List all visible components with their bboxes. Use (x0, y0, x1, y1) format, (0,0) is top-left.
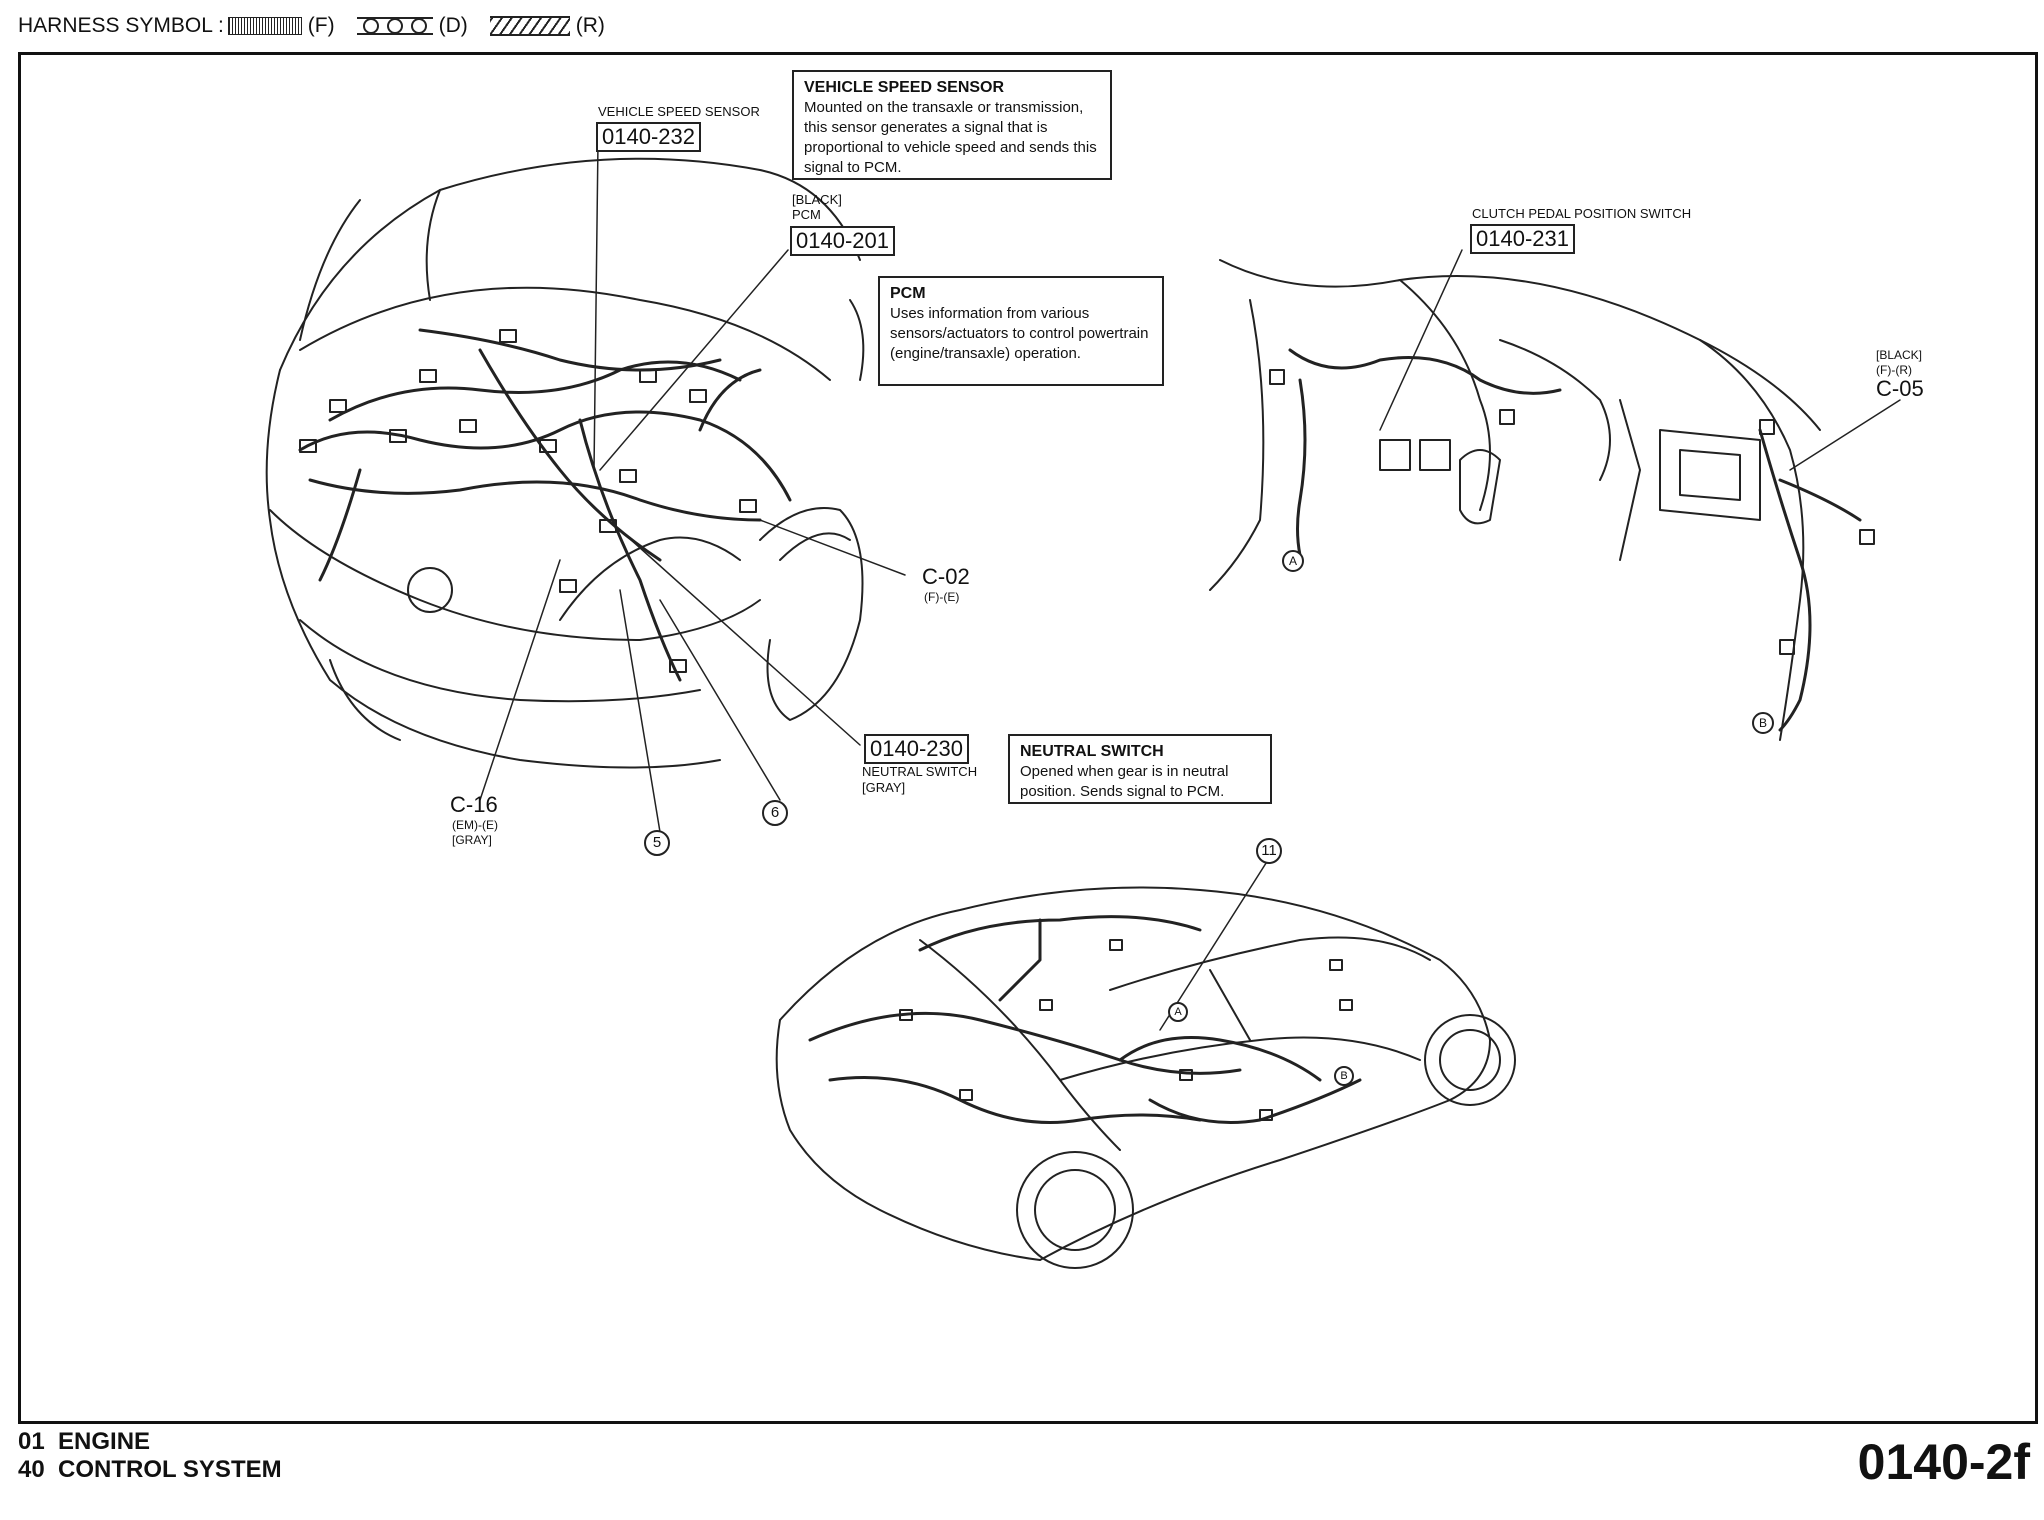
pcm-info-box: PCM Uses information from various sensor… (878, 276, 1164, 386)
connector-c02-sub: (F)-(E) (924, 590, 960, 604)
harness-symbol-legend: HARNESS SYMBOL : (F) (D) (R) (18, 14, 605, 38)
marker-b-dashboard: B (1752, 712, 1774, 734)
neutral-switch-label: NEUTRAL SWITCH (862, 764, 978, 779)
vss-info-body: Mounted on the transaxle or transmission… (804, 99, 1097, 176)
engine-compartment-illustration (265, 157, 865, 769)
connector-c05: C-05 (1876, 376, 1924, 401)
leader-lines (479, 141, 1901, 1031)
harness-symbol-label: HARNESS SYMBOL : (18, 14, 224, 37)
pcm-label: PCM (792, 207, 821, 222)
neutral-switch-code[interactable]: 0140-230 (864, 734, 969, 764)
vehicle-speed-sensor-info-box: VEHICLE SPEED SENSOR Mounted on the tran… (792, 70, 1112, 180)
marker-a-vehicle: A (1168, 1002, 1188, 1022)
harness-symbol-code-d: (D) (438, 14, 468, 37)
harness-symbol-code-r: (R) (575, 14, 605, 37)
connector-c16-sub1: (EM)-(E) (452, 818, 498, 832)
vss-info-title: VEHICLE SPEED SENSOR (804, 79, 1005, 96)
neutral-info-body: Opened when gear is in neutral position.… (1020, 763, 1229, 800)
pcm-color-label: [BLACK] (792, 192, 842, 207)
marker-b-vehicle: B (1334, 1066, 1354, 1086)
vss-code[interactable]: 0140-232 (596, 122, 701, 152)
connector-c02: C-02 (922, 564, 970, 589)
diagonal-hatch-symbol-icon (489, 16, 570, 36)
page-code: 0140-2f (1857, 1434, 2030, 1490)
vss-label: VEHICLE SPEED SENSOR (598, 104, 760, 119)
pcm-info-body: Uses information from various sensors/ac… (890, 305, 1149, 362)
connector-c16: C-16 (450, 792, 498, 817)
clutch-switch-code[interactable]: 0140-231 (1470, 224, 1575, 254)
marker-a-dashboard: A (1282, 550, 1304, 572)
section-footer: 01 ENGINE 40 CONTROL SYSTEM (18, 1428, 282, 1484)
clutch-switch-label: CLUTCH PEDAL POSITION SWITCH (1472, 206, 1692, 221)
dashboard-interior-illustration (1209, 259, 1875, 741)
circles-symbol-icon (356, 17, 433, 35)
marker-11: 11 (1256, 838, 1282, 864)
neutral-info-title: NEUTRAL SWITCH (1020, 743, 1164, 760)
connector-c05-sub1: [BLACK] (1876, 348, 1923, 362)
neutral-switch-color: [GRAY] (862, 780, 906, 795)
neutral-switch-info-box: NEUTRAL SWITCH Opened when gear is in ne… (1008, 734, 1272, 804)
section-engine: 01 ENGINE (18, 1428, 151, 1455)
section-control-system: 40 CONTROL SYSTEM (18, 1456, 282, 1483)
pcm-info-title: PCM (890, 285, 926, 302)
fine-hatch-symbol-icon (227, 17, 302, 35)
vehicle-body-illustration (775, 886, 1516, 1269)
connector-c16-sub2: [GRAY] (452, 833, 492, 847)
pcm-code[interactable]: 0140-201 (790, 226, 895, 256)
connector-c05-sub2: (F)-(R) (1876, 363, 1912, 377)
marker-6: 6 (762, 800, 788, 826)
diagram-frame (18, 52, 2038, 1424)
harness-symbol-code-f: (F) (307, 14, 335, 37)
marker-5: 5 (644, 830, 670, 856)
